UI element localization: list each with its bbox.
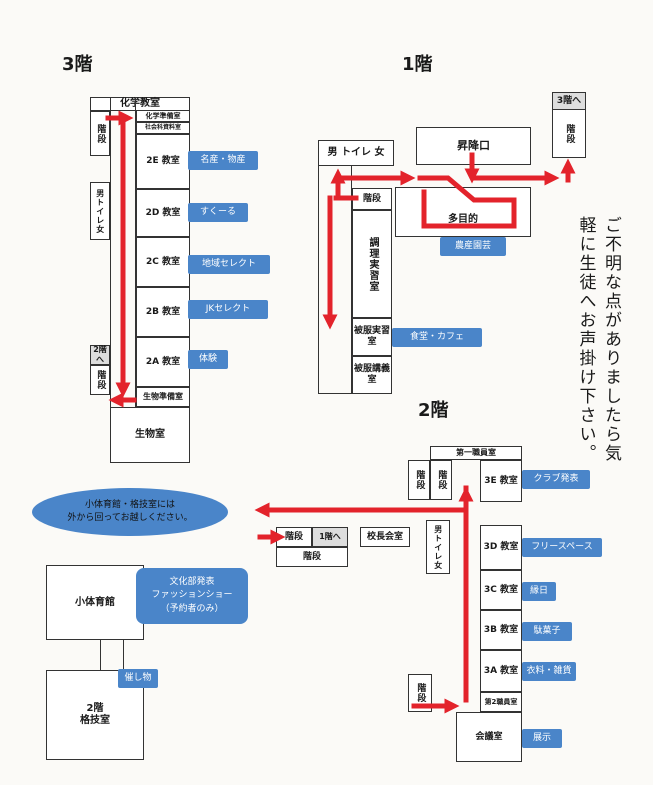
stairs-2f-d: 階段 <box>276 547 348 567</box>
room-chemistry: 化学教室 <box>90 97 190 111</box>
toilet-3f: 男トイレ女 <box>90 182 110 240</box>
room-biology: 生物室 <box>110 407 190 463</box>
toilet-1f: 男 トイレ 女 <box>318 140 394 166</box>
room-2c: 2C 教室 <box>136 237 190 287</box>
tag-exhibit: 展示 <box>522 729 562 748</box>
tag-experience: 体験 <box>188 350 228 369</box>
tag-agriculture: 農産園芸 <box>440 237 506 256</box>
tag-meisan: 名産・物産 <box>188 151 258 170</box>
tag-event: 催し物 <box>118 669 158 688</box>
stairs-1f-right: 階段 <box>552 110 586 158</box>
room-social-archive: 社会科資料室 <box>136 122 190 134</box>
room-small-gym: 小体育館 <box>46 565 144 640</box>
stairs-3f-b: 階段 <box>90 365 110 395</box>
tag-clothing: 衣料・雑貨 <box>522 662 576 681</box>
room-meeting: 会議室 <box>456 712 522 762</box>
tag-fair: 縁日 <box>522 582 556 601</box>
room-3a: 3A 教室 <box>480 650 522 692</box>
room-multipurpose: 多目的 <box>395 187 531 237</box>
room-biology-prep: 生物準備室 <box>136 387 190 407</box>
room-staff-1: 第一職員室 <box>430 446 522 460</box>
room-principal: 校長会室 <box>360 527 410 547</box>
room-2e: 2E 教室 <box>136 134 190 189</box>
room-3d: 3D 教室 <box>480 525 522 570</box>
room-3e: 3E 教室 <box>480 460 522 502</box>
floor-2-label: 2階 <box>418 400 449 421</box>
floor-3-label: 3階 <box>62 54 93 75</box>
room-3b: 3B 教室 <box>480 610 522 650</box>
stairs-3f: 階段 <box>90 111 110 156</box>
toilet-2f: 男トイレ女 <box>426 520 450 574</box>
floor-1-label: 1階 <box>402 54 433 75</box>
gym-notice: 小体育館・格技室には 外から回ってお越しください。 <box>32 488 228 536</box>
tag-culture-show: 文化部発表 ファッションショー （予約者のみ） <box>136 568 248 624</box>
room-3c: 3C 教室 <box>480 570 522 610</box>
room-sewing-practice: 被服実習室 <box>352 318 392 356</box>
room-cooking: 調理実習室 <box>352 210 392 318</box>
room-2a: 2A 教室 <box>136 337 190 387</box>
room-sewing-lecture: 被服講義室 <box>352 356 392 394</box>
room-chemistry-prep: 化学準備室 <box>136 110 190 122</box>
room-multipurpose-label: 多目的 <box>448 214 478 225</box>
stairs-1f: 階段 <box>352 188 392 210</box>
tag-cafe: 食堂・カフェ <box>392 328 482 347</box>
to-1f-label: 1階へ <box>312 527 348 547</box>
tag-free-space: フリースペース <box>522 538 602 557</box>
tag-region-select: 地域セレクト <box>188 255 270 274</box>
stairs-2f-a: 階段 <box>408 460 430 500</box>
room-staff-2: 第2職員室 <box>480 692 522 712</box>
to-2f-label: 2階へ <box>90 345 110 365</box>
stairs-2f-e: 階段 <box>408 674 432 712</box>
entrance: 昇降口 <box>416 127 531 165</box>
room-2d: 2D 教室 <box>136 189 190 237</box>
stairs-2f-b: 階段 <box>430 460 452 500</box>
tag-club: クラブ発表 <box>522 470 590 489</box>
stairs-2f-c: 階段 <box>276 527 312 547</box>
to-3f-label: 3階へ <box>552 92 586 110</box>
tag-school: すくーる <box>188 203 248 222</box>
tag-snacks: 駄菓子 <box>522 622 572 641</box>
room-2b: 2B 教室 <box>136 287 190 337</box>
tag-jk-select: JKセレクト <box>188 300 268 319</box>
help-note: ご不明な点がありましたら気軽に生徒へお声掛け下さい。 <box>575 216 622 463</box>
